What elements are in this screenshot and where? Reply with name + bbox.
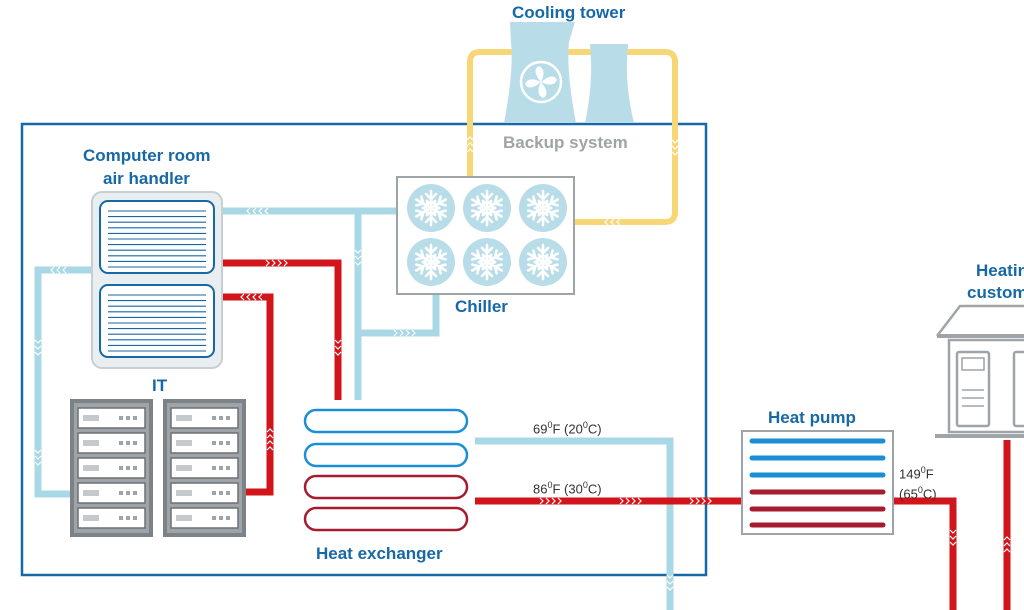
flow-chevrons [34, 207, 1011, 591]
celsius-unit: C [587, 481, 598, 497]
fahrenheit-unit: F [552, 421, 561, 437]
celsius-unit: C [587, 421, 598, 437]
hot-loop-pipes [222, 259, 1011, 610]
air-handler-coil-upper [99, 200, 215, 274]
hot-supply-f-value: 86 [533, 481, 548, 497]
cold-loop-pipes [34, 207, 674, 610]
heat-pump-c-value: 65 [903, 486, 918, 502]
server-rack [70, 399, 153, 537]
heat-pump-output-temperature: 1490F (650C) [899, 462, 937, 503]
cold-return-c-value: 20 [568, 421, 583, 437]
server-unit [170, 432, 239, 454]
fahrenheit-unit: F [925, 466, 934, 482]
air-handler-label-line1: Computer room [83, 146, 211, 165]
heat-exchanger-hot-coil-2 [303, 506, 469, 532]
server-unit [170, 482, 239, 504]
heat-exchanger-hot-coil-1 [303, 474, 469, 500]
fahrenheit-unit: F [552, 481, 561, 497]
heat-pump-output-c: (650C) [899, 485, 937, 502]
degree-mark: 0 [582, 420, 588, 430]
snowflake-icon [519, 184, 567, 232]
snowflake-icon [463, 184, 511, 232]
server-rack [163, 399, 246, 537]
it-label: IT [152, 376, 168, 395]
computer-room-air-handler [91, 191, 223, 369]
server-unit [77, 482, 146, 504]
fan-icon [519, 60, 563, 104]
backup-flow-chevrons [466, 136, 679, 226]
heating-customers-label-line2: customers [967, 283, 1024, 302]
server-unit [170, 457, 239, 479]
cold-return-f-value: 69 [533, 421, 548, 437]
cooling-tower [504, 22, 634, 123]
degree-mark: 0 [920, 465, 926, 475]
snowflake-icon [407, 184, 455, 232]
backup-system-label: Backup system [503, 133, 628, 152]
server-unit [77, 407, 146, 429]
heat-pump [741, 430, 894, 535]
server-unit [77, 457, 146, 479]
backup-loop-pipe [467, 49, 678, 225]
hot-supply-temperature: 860F (300C) [533, 480, 602, 497]
cooling-tower-small [585, 44, 634, 123]
heat-exchanger-cold-coil-2 [303, 442, 469, 468]
air-handler-coil-lower [99, 284, 215, 358]
heat-exchanger-label: Heat exchanger [316, 544, 443, 563]
data-center-boundary [20, 122, 708, 577]
heat-exchanger-cold-coil-1 [303, 408, 469, 434]
snowflake-icon [519, 238, 567, 286]
heat-pump-label: Heat pump [768, 408, 856, 427]
server-unit [170, 507, 239, 529]
heating-customers-label-line1: Heating [976, 261, 1024, 280]
celsius-unit: C [922, 486, 933, 502]
degree-mark: 0 [547, 480, 553, 490]
hot-supply-c-value: 30 [568, 481, 583, 497]
heat-pump-output-f: 1490F [899, 462, 937, 482]
degree-mark: 0 [582, 480, 588, 490]
chiller-label: Chiller [455, 297, 508, 316]
snowflake-icon [407, 238, 455, 286]
server-unit [170, 407, 239, 429]
cooling-tower-label: Cooling tower [512, 3, 626, 22]
heat-pump-f-value: 149 [899, 466, 921, 482]
it-racks [70, 399, 246, 537]
server-unit [77, 507, 146, 529]
degree-mark: 0 [547, 420, 553, 430]
heating-customers-building [935, 304, 1024, 438]
air-handler-label-line2: air handler [103, 169, 190, 188]
server-unit [77, 432, 146, 454]
degree-mark: 0 [917, 485, 923, 496]
chiller [396, 176, 575, 295]
cold-return-temperature: 690F (200C) [533, 420, 602, 437]
snowflake-icon [463, 238, 511, 286]
heat-exchanger [303, 408, 469, 532]
